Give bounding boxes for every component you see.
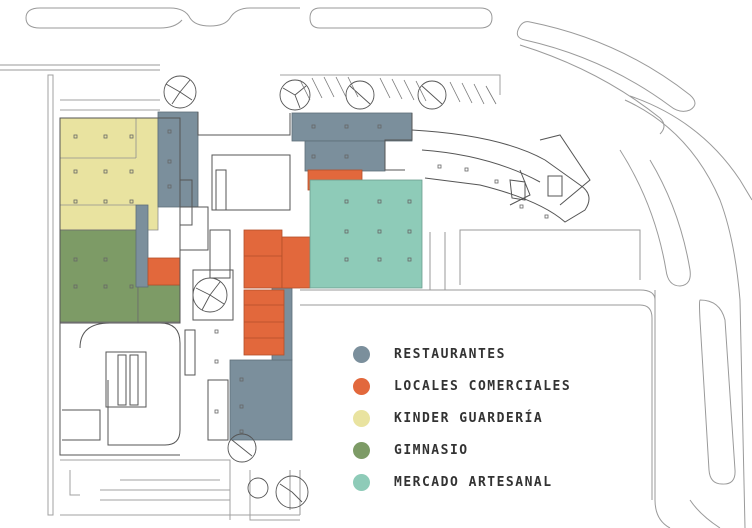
legend-item-kinder-guarderia: KINDER GUARDERÍA [353, 402, 571, 434]
zone-kinder [59, 117, 159, 231]
legend-label: KINDER GUARDERÍA [394, 410, 544, 426]
site-lines [47, 74, 501, 521]
legend-label: MERCADO ARTESANAL [394, 474, 553, 490]
roads [0, 7, 752, 528]
legend-label: RESTAURANTES [394, 346, 506, 362]
legend-item-mercado-artesanal: MERCADO ARTESANAL [353, 466, 571, 498]
legend-swatch [353, 473, 370, 491]
legend-item-gimnasio: GIMNASIO [353, 434, 571, 466]
legend-item-locales-comerciales: LOCALES COMERCIALES [353, 370, 571, 402]
legend-item-restaurantes: RESTAURANTES [353, 338, 571, 370]
trees [163, 75, 447, 509]
legend-label: LOCALES COMERCIALES [394, 378, 572, 394]
zone-mercado [309, 179, 423, 289]
legend-label: GIMNASIO [394, 442, 469, 458]
column-markers [73, 124, 549, 434]
legend-swatch [353, 345, 370, 363]
legend-swatch [353, 441, 370, 459]
legend-swatch [353, 409, 370, 427]
parking-stalls [299, 76, 497, 105]
zone-gimnasio [59, 229, 181, 323]
building-outlines [59, 112, 591, 456]
legend: RESTAURANTES LOCALES COMERCIALES KINDER … [353, 338, 571, 498]
legend-swatch [353, 377, 370, 395]
